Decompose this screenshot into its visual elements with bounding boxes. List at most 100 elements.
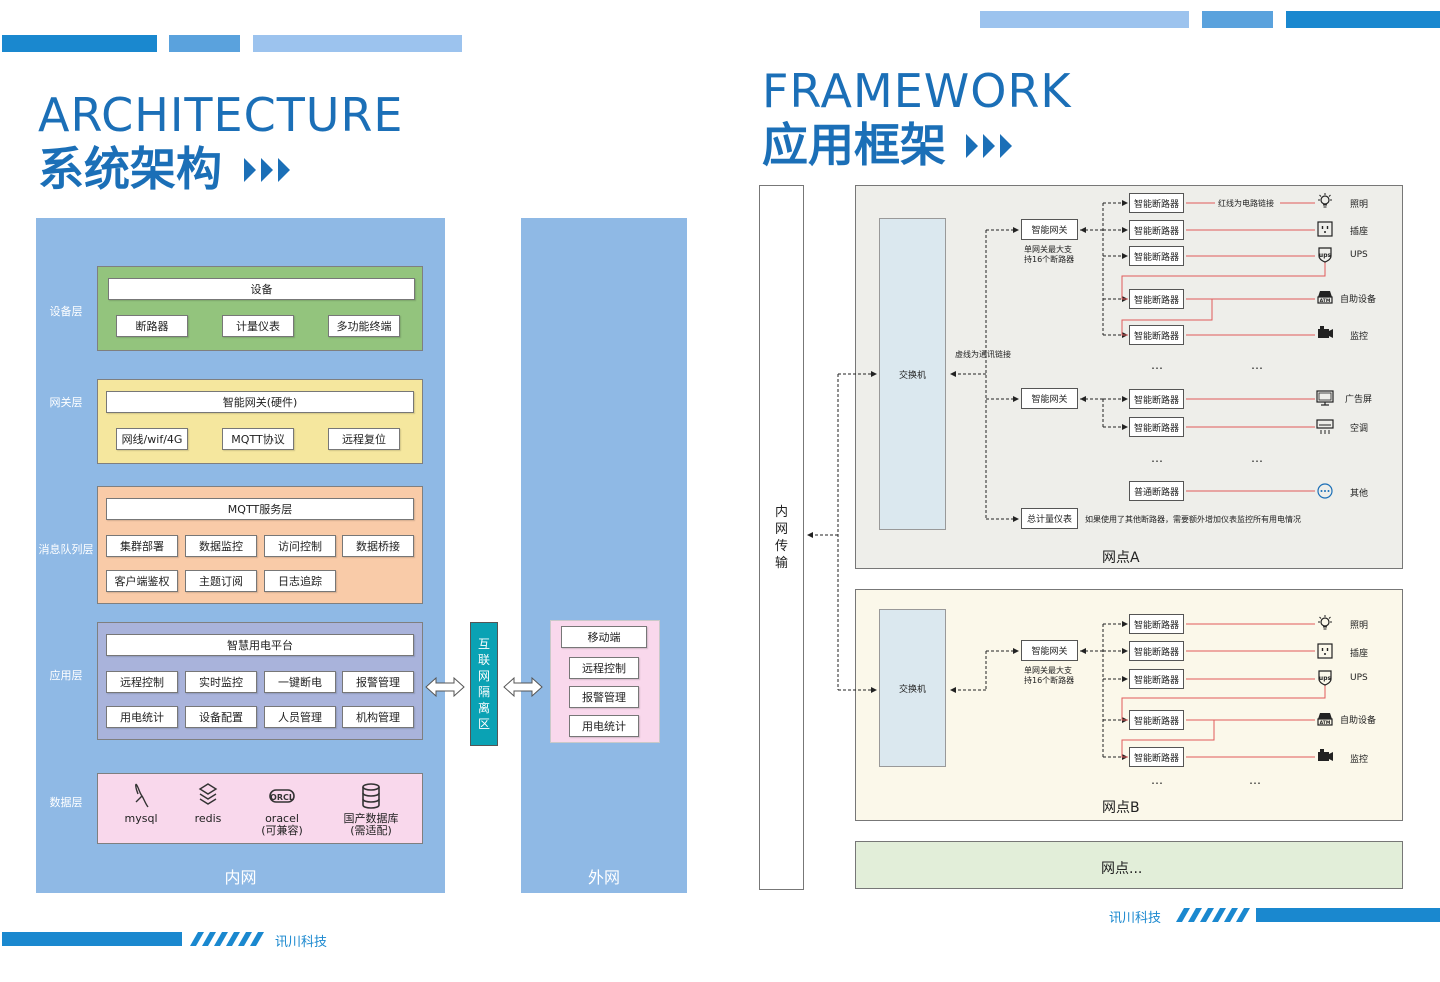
intranet-transport-box: 内 网 传 输 [759, 185, 804, 890]
device-item: 断路器 [116, 315, 188, 337]
double-arrow-icon [425, 676, 465, 698]
brand-name: 讯川科技 [275, 935, 328, 950]
isolation-char: 联 [477, 653, 490, 667]
mq-item: 主题订阅 [185, 570, 257, 592]
device-label: 其他 [1350, 489, 1369, 499]
breaker-a: 智能断路器 [1129, 389, 1184, 409]
app-item: 实时监控 [185, 671, 257, 693]
device-label: 监控 [1350, 332, 1369, 342]
architecture-title: ARCHITECTURE [38, 88, 404, 142]
db-name: 国产数据库 [343, 812, 399, 825]
normal-breaker-a: 普通断路器 [1129, 481, 1184, 501]
gateway-a1: 智能网关 [1021, 219, 1078, 240]
socket-icon [1317, 221, 1333, 237]
mq-item: 访问控制 [264, 535, 336, 557]
site-b-name: 网点B [1102, 800, 1140, 816]
bulb-icon [1318, 615, 1332, 630]
breaker-a: 智能断路器 [1129, 417, 1184, 437]
monitor-icon [1316, 390, 1334, 406]
switch-a: 交换机 [879, 218, 946, 530]
red-link-note: 红线为电路链接 [1218, 199, 1274, 208]
db-name: mysql [124, 812, 158, 825]
deco-bar [253, 35, 462, 52]
footer-stripes [1176, 908, 1250, 922]
atm-icon: ATM [1317, 713, 1333, 726]
gateway-note-line: 持16个断路器 [1024, 255, 1075, 264]
atm-icon: ATM [1317, 291, 1333, 304]
ellipsis: … [1151, 451, 1164, 465]
isolation-char: 离 [477, 701, 490, 715]
inner-network-label: 内网 [224, 868, 257, 887]
app-item: 机构管理 [342, 706, 414, 728]
gateway-note: 单网关最大支 持16个断路器 [1024, 666, 1074, 686]
device-label: UPS [1350, 673, 1368, 683]
device-header: 设备 [108, 278, 415, 300]
device-label: 照明 [1350, 200, 1369, 210]
site-a-name: 网点A [1102, 550, 1140, 566]
mq-layer: MQTT服务层 集群部署 数据监控 访问控制 数据桥接 客户端鉴权 主题订阅 日… [97, 486, 423, 604]
footer-bar [2, 932, 182, 946]
svg-text:ATM: ATM [1320, 720, 1331, 726]
ups-icon: ups [1318, 247, 1332, 263]
framework-title: FRAMEWORK [762, 64, 1072, 118]
breaker-b: 智能断路器 [1129, 641, 1184, 661]
database-icon [362, 783, 380, 809]
device-layer-label: 设备层 [49, 305, 83, 318]
socket-icon [1317, 643, 1333, 659]
breaker-a: 智能断路器 [1129, 193, 1184, 213]
device-label: 插座 [1350, 227, 1369, 237]
intranet-label: 内 网 传 输 [760, 504, 803, 572]
gateway-b1: 智能网关 [1021, 640, 1078, 661]
ellipsis: … [1151, 773, 1164, 787]
gateway-item: MQTT协议 [222, 428, 294, 450]
gateway-note-line: 单网关最大支 [1024, 666, 1072, 675]
data-layer: mysql redis ORCL oracel (可兼容) 国产数据库 (需适配… [97, 773, 423, 844]
mq-item: 集群部署 [106, 535, 178, 557]
meter-a: 总计量仪表 [1021, 508, 1078, 529]
db-oracle: ORCL oracel (可兼容) [242, 782, 322, 837]
device-layer: 设备 断路器 计量仪表 多功能终端 [97, 266, 423, 351]
switch-b: 交换机 [879, 609, 946, 767]
db-mysql: mysql [101, 782, 181, 825]
device-item: 多功能终端 [328, 315, 400, 337]
brand-name: 讯川科技 [1109, 911, 1162, 926]
svg-text:ups: ups [1319, 675, 1332, 682]
intranet-char: 内 [774, 505, 788, 520]
double-arrow-icon [503, 676, 543, 698]
deco-bar [1286, 11, 1440, 28]
app-item: 设备配置 [185, 706, 257, 728]
app-item: 人员管理 [264, 706, 336, 728]
device-label: 插座 [1350, 649, 1369, 659]
intranet-char: 传 [774, 539, 788, 554]
app-layer-label: 应用层 [49, 669, 83, 682]
app-layer: 智慧用电平台 远程控制 实时监控 一键断电 报警管理 用电统计 设备配置 人员管… [97, 622, 423, 740]
camera-icon [1318, 749, 1333, 761]
ellipsis: … [1251, 451, 1264, 465]
app-item: 一键断电 [264, 671, 336, 693]
mobile-header: 移动端 [561, 626, 647, 648]
deco-bar [169, 35, 240, 52]
device-label: 广告屏 [1345, 395, 1373, 405]
footer-stripes [190, 932, 264, 946]
footer-bar [1256, 908, 1440, 922]
site-more-name: 网点... [1101, 861, 1143, 877]
mq-item: 数据桥接 [342, 535, 414, 557]
data-layer-label: 数据层 [49, 796, 83, 809]
triple-arrow-icon [244, 158, 290, 182]
gateway-note: 单网关最大支 持16个断路器 [1024, 245, 1074, 265]
air-conditioner-icon [1316, 419, 1334, 434]
isolation-char: 区 [477, 717, 490, 731]
device-item: 计量仪表 [222, 315, 294, 337]
bulb-icon [1318, 193, 1332, 208]
db-note: (需适配) [350, 824, 392, 837]
device-label: 空调 [1350, 424, 1369, 434]
ellipsis: … [1251, 358, 1264, 372]
outer-network-panel: 外网 [521, 218, 687, 893]
ellipsis: … [1151, 358, 1164, 372]
db-domestic: 国产数据库 (需适配) [331, 782, 411, 837]
db-note: (可兼容) [261, 824, 303, 837]
mq-header: MQTT服务层 [106, 498, 414, 520]
oracle-icon: ORCL [269, 789, 295, 803]
deco-bar [980, 11, 1189, 28]
